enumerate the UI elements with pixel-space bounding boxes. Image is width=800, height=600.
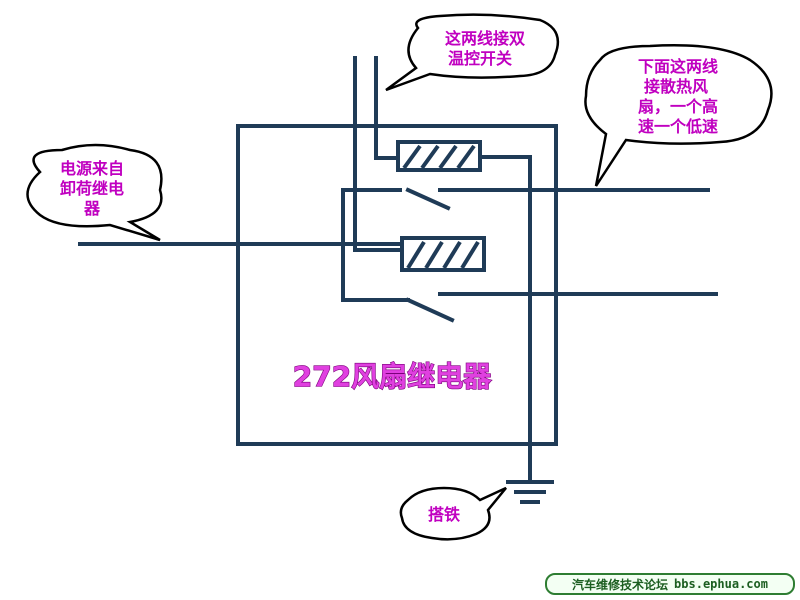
power-source-line-2: 卸荷继电 [60, 179, 124, 198]
callout-power-source: 电源来自 卸荷继电 器 [26, 143, 163, 242]
thermo-switch-wire-right [374, 56, 400, 160]
power-source-line-1: 电源来自 [60, 159, 124, 178]
lower-switch-blade [405, 297, 455, 323]
callout-ground: 搭铁 [399, 486, 507, 541]
lower-coil-feed [353, 188, 404, 252]
ground-symbol [506, 480, 554, 504]
fan-outputs-line-3: 扇，一个高 [638, 97, 718, 116]
forum-watermark: 汽车维修技术论坛 bbs.ephua.com [545, 573, 795, 595]
fan-outputs-line-1: 下面这两线 [638, 57, 718, 76]
fan-outputs-line-4: 速一个低速 [638, 117, 718, 136]
callout-fan-outputs: 下面这两线 接散热风 扇，一个高 速一个低速 [584, 44, 773, 187]
callout-thermo-switch: 这两线接双 温控开关 [385, 13, 560, 92]
forum-url: bbs.ephua.com [674, 577, 768, 591]
coil-return-wire [478, 155, 532, 484]
relay-title: 272风扇继电器 [293, 360, 492, 393]
internal-bus [341, 188, 410, 302]
power-source-line-3: 器 [83, 199, 101, 218]
forum-name: 汽车维修技术论坛 [572, 577, 669, 592]
lower-coil-hatch [406, 240, 480, 270]
thermo-switch-line-1: 这两线接双 [445, 29, 525, 48]
ground-label: 搭铁 [428, 505, 460, 524]
upper-switch-blade [405, 187, 451, 211]
fan-outputs-line-2: 接散热风 [644, 77, 708, 96]
thermo-switch-line-2: 温控开关 [447, 49, 512, 68]
upper-coil-hatch [402, 144, 476, 170]
relay-housing [236, 124, 558, 446]
